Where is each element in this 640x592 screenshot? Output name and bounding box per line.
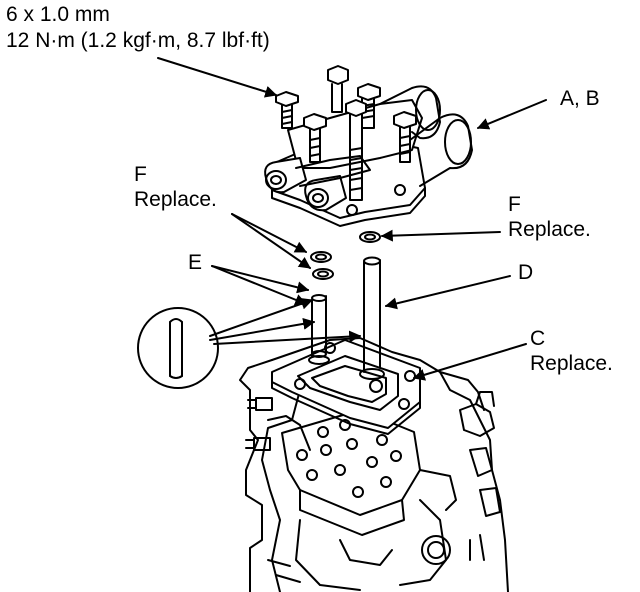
callout-c-note: Replace.: [530, 352, 613, 375]
callout-ab: A, B: [560, 87, 600, 110]
leader-lines: [157, 57, 547, 381]
callout-e: E: [188, 251, 203, 274]
o-rings-f: [310, 231, 381, 280]
callout-f-left-letter: F: [134, 163, 147, 186]
solenoid-assembly-ab: [264, 65, 473, 227]
callout-f-right-note: Replace.: [508, 218, 591, 241]
callout-c-letter: C: [530, 327, 546, 350]
bolt-torque-label: 12 N·m (1.2 kgf·m, 8.7 lbf·ft): [6, 29, 270, 52]
callout-f-right-letter: F: [508, 193, 521, 216]
pin-detail-circle: [137, 307, 219, 389]
mounting-bolts: [275, 65, 417, 201]
callout-f-left-note: Replace.: [134, 188, 217, 211]
bolt-size-label: 6 x 1.0 mm: [6, 3, 110, 26]
pipe-d: [359, 256, 385, 380]
callout-d: D: [518, 261, 534, 284]
